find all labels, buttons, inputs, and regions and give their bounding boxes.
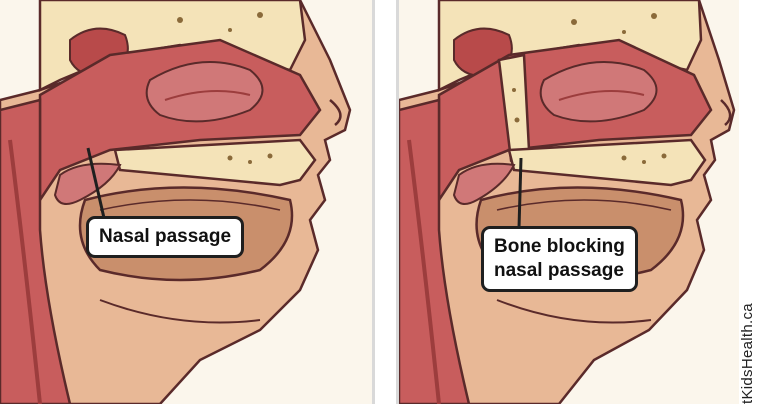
left-nasal-anatomy-illustration — [0, 0, 372, 404]
credit-text: tKidsHealth.ca — [739, 303, 756, 404]
bone-blocking-label-line2: nasal passage — [494, 259, 625, 283]
left-anatomy-panel: Nasal passage — [0, 0, 375, 404]
nasal-passage-label: Nasal passage — [99, 225, 231, 249]
nasal-passage-callout: Nasal passage — [86, 216, 244, 258]
bone-blocking-label-line1: Bone blocking — [494, 235, 625, 259]
right-anatomy-panel: Bone blocking nasal passage — [396, 0, 739, 404]
right-nasal-anatomy-illustration — [399, 0, 739, 404]
bone-blocking-callout: Bone blocking nasal passage — [481, 226, 638, 292]
